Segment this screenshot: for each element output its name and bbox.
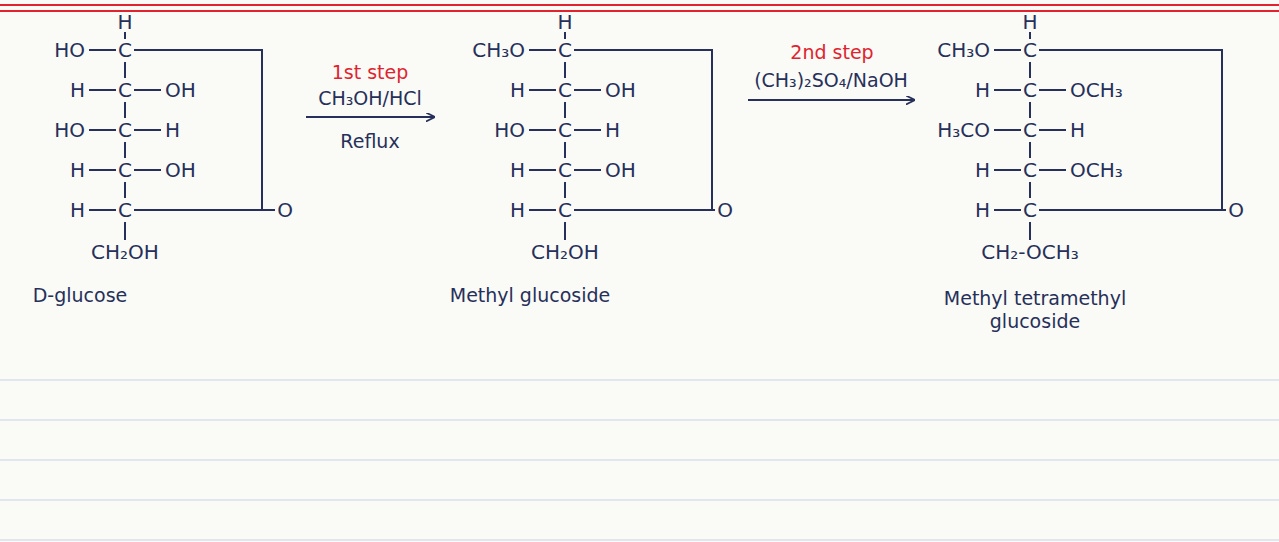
step-label: 2nd step xyxy=(790,41,873,64)
compound-name: D-glucose xyxy=(33,284,128,307)
atom-group: H xyxy=(975,198,990,222)
atom-group: OH xyxy=(605,158,636,182)
atom-group: H xyxy=(165,118,180,142)
atom-group: C xyxy=(558,38,572,62)
atom-group: CH₂OH xyxy=(91,240,159,264)
atom-group: HO xyxy=(54,38,85,62)
atom-group: CH₃O xyxy=(472,38,525,62)
atom-group: CH₂OH xyxy=(531,240,599,264)
atom-group: OH xyxy=(605,78,636,102)
molecule-structure: HCH₃OCHCOCH₃H₃COCHHCOCH₃HCOCH₂-OCH₃Methy… xyxy=(920,0,1262,350)
ruled-lines xyxy=(0,380,1279,540)
atom-group: H xyxy=(510,78,525,102)
atom-group: H xyxy=(975,158,990,182)
compound-name: Methyl glucoside xyxy=(450,284,611,307)
tetramethyl-glucoside-bonds xyxy=(994,32,1226,240)
reagent-label: CH₃OH/HCl xyxy=(318,87,422,110)
atom-group: C xyxy=(118,158,132,182)
atom-group: H xyxy=(1022,10,1037,34)
atom-group: H xyxy=(70,198,85,222)
reaction-arrow xyxy=(748,99,914,101)
atom-group: C xyxy=(118,198,132,222)
reagent-label: (CH₃)₂SO₄/NaOH xyxy=(754,69,908,92)
atom-group: OCH₃ xyxy=(1070,158,1123,182)
atom-group: CH₃O xyxy=(937,38,990,62)
atom-group: CH₂-OCH₃ xyxy=(981,240,1079,264)
atom-group: H xyxy=(975,78,990,102)
atom-group: H xyxy=(1070,118,1085,142)
margin-line xyxy=(0,4,1279,6)
atom-group: HO xyxy=(54,118,85,142)
atom-group: C xyxy=(1023,78,1037,102)
atom-group: O xyxy=(1228,198,1244,222)
atom-group: C xyxy=(558,78,572,102)
margin-line xyxy=(0,10,1279,12)
atom-group: HO xyxy=(494,118,525,142)
step-label: 1st step xyxy=(332,61,409,84)
condition-label: Reflux xyxy=(340,130,399,153)
atom-group: OCH₃ xyxy=(1070,78,1123,102)
atom-group: C xyxy=(1023,158,1037,182)
atom-group: H xyxy=(557,10,572,34)
atom-group: H xyxy=(510,198,525,222)
atom-group: O xyxy=(277,198,293,222)
atom-group: H xyxy=(70,158,85,182)
atom-group: H₃CO xyxy=(937,118,990,142)
atom-group: C xyxy=(1023,38,1037,62)
atom-group: C xyxy=(1023,198,1037,222)
atom-group: O xyxy=(717,198,733,222)
molecule-structure: HHOCHCOHHOCHHCOHHCOCH₂OHD-glucose xyxy=(15,0,300,350)
atom-group: OH xyxy=(165,158,196,182)
atom-group: H xyxy=(605,118,620,142)
atom-group: C xyxy=(118,78,132,102)
reaction-arrow xyxy=(306,116,434,118)
methyl-glucoside-bonds xyxy=(529,32,715,240)
atom-group: H xyxy=(117,10,132,34)
atom-group: C xyxy=(1023,118,1037,142)
atom-group: C xyxy=(558,118,572,142)
glucose-bonds xyxy=(89,32,275,240)
atom-group: H xyxy=(70,78,85,102)
molecule-structure: HCH₃OCHCOHHOCHHCOHHCOCH₂OHMethyl glucosi… xyxy=(440,0,742,350)
atom-group: C xyxy=(558,198,572,222)
atom-group: C xyxy=(118,38,132,62)
atom-group: C xyxy=(118,118,132,142)
atom-group: C xyxy=(558,158,572,182)
compound-name: Methyl tetramethyl glucoside xyxy=(920,287,1150,333)
atom-group: H xyxy=(510,158,525,182)
atom-group: OH xyxy=(165,78,196,102)
